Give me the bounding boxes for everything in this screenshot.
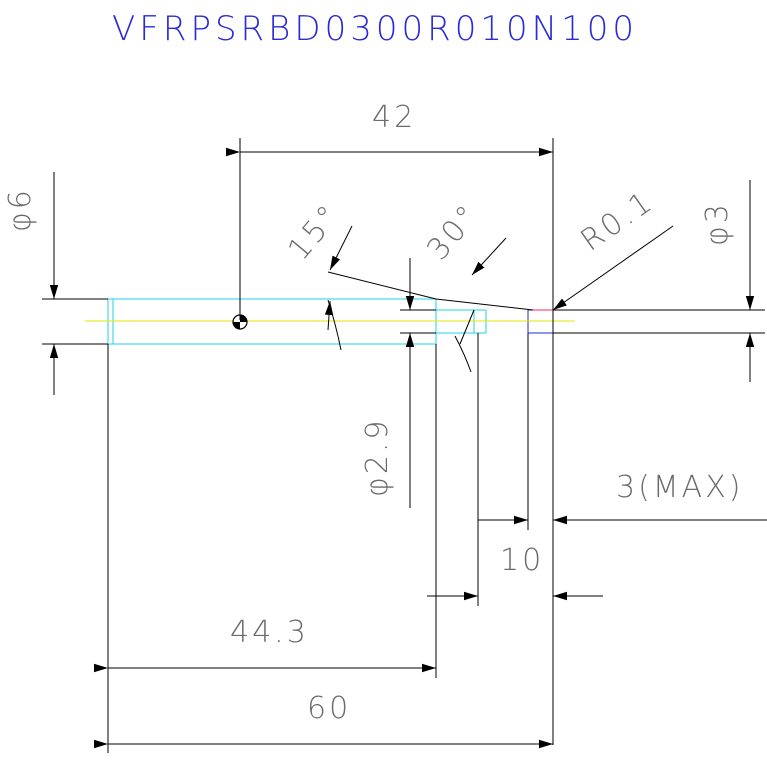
dim-42-label: 42 <box>372 100 416 135</box>
dim-30deg-arc <box>454 335 472 373</box>
dim-60-label: 60 <box>307 691 351 726</box>
dim-3max-label: 3(MAX) <box>616 470 743 505</box>
dim-30deg-arrow-top <box>471 237 507 276</box>
dim-phi6-label: φ6 <box>3 187 38 232</box>
dim-15deg-arc <box>327 299 342 351</box>
dim-r0-1-leader <box>552 225 674 311</box>
dim-phi3-label: φ3 <box>700 201 735 246</box>
dim-30deg-label: 30° <box>420 197 487 267</box>
dim-15deg-label: 15° <box>281 197 348 267</box>
dim-44-3-label: 44.3 <box>230 615 309 650</box>
dim-30deg-slope <box>435 298 534 311</box>
dim-30deg-leader <box>459 309 475 345</box>
dim-r0-1-label: R0.1 <box>575 184 661 259</box>
dim-15deg-arrow-top <box>329 225 353 271</box>
dim-15deg-leader <box>327 271 437 300</box>
dim-10-label: 10 <box>500 543 544 578</box>
drawing-title: VFRPSRBD0300R010N100 <box>112 9 638 49</box>
dim-phi2-9-label: φ2.9 <box>360 418 395 498</box>
corner-radius-mark <box>533 309 554 322</box>
